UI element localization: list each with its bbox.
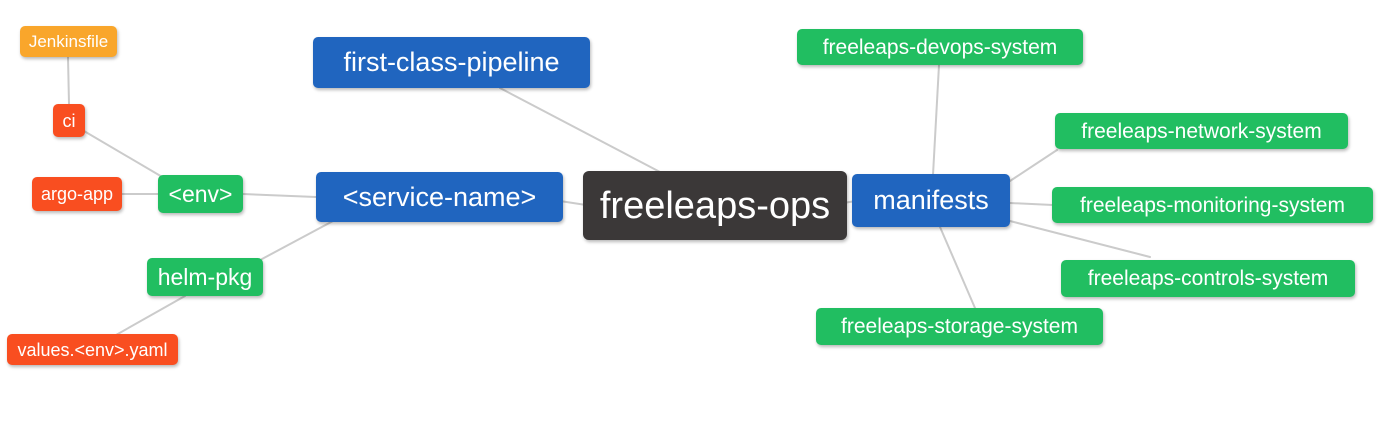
node-first-class-pipeline[interactable]: first-class-pipeline <box>313 37 590 88</box>
node-freeleaps-monitoring-system[interactable]: freeleaps-monitoring-system <box>1052 187 1373 223</box>
node-label-argo-app: argo-app <box>40 184 114 204</box>
node-manifests[interactable]: manifests <box>852 174 1010 227</box>
node-label-freeleaps-storage-system: freeleaps-storage-system <box>841 315 1078 338</box>
node-env[interactable]: <env> <box>158 175 243 213</box>
node-freeleaps-ops[interactable]: freeleaps-ops <box>583 171 847 240</box>
node-label-ci: ci <box>62 110 76 131</box>
node-label-manifests: manifests <box>873 185 989 215</box>
node-label-values-env-yaml: values.<env>.yaml <box>17 339 168 360</box>
node-ci[interactable]: ci <box>53 104 85 137</box>
node-label-env: <env> <box>168 180 233 207</box>
node-label-freeleaps-monitoring-system: freeleaps-monitoring-system <box>1080 193 1345 217</box>
node-label-helm-pkg: helm-pkg <box>157 263 253 290</box>
node-service-name[interactable]: <service-name> <box>316 172 563 222</box>
node-label-jenkinsfile: Jenkinsfile <box>28 32 109 51</box>
node-values-env-yaml[interactable]: values.<env>.yaml <box>7 334 178 365</box>
node-label-freeleaps-ops: freeleaps-ops <box>599 184 831 227</box>
node-argo-app[interactable]: argo-app <box>32 177 122 211</box>
node-freeleaps-storage-system[interactable]: freeleaps-storage-system <box>816 308 1103 345</box>
node-label-freeleaps-devops-system: freeleaps-devops-system <box>822 35 1058 59</box>
node-freeleaps-controls-system[interactable]: freeleaps-controls-system <box>1061 260 1355 297</box>
node-label-freeleaps-network-system: freeleaps-network-system <box>1081 119 1322 143</box>
node-label-service-name: <service-name> <box>342 181 537 212</box>
node-helm-pkg[interactable]: helm-pkg <box>147 258 263 296</box>
node-label-freeleaps-controls-system: freeleaps-controls-system <box>1087 267 1329 290</box>
node-freeleaps-devops-system[interactable]: freeleaps-devops-system <box>797 29 1083 65</box>
node-label-first-class-pipeline: first-class-pipeline <box>343 47 560 77</box>
node-jenkinsfile[interactable]: Jenkinsfile <box>20 26 117 57</box>
node-freeleaps-network-system[interactable]: freeleaps-network-system <box>1055 113 1348 149</box>
